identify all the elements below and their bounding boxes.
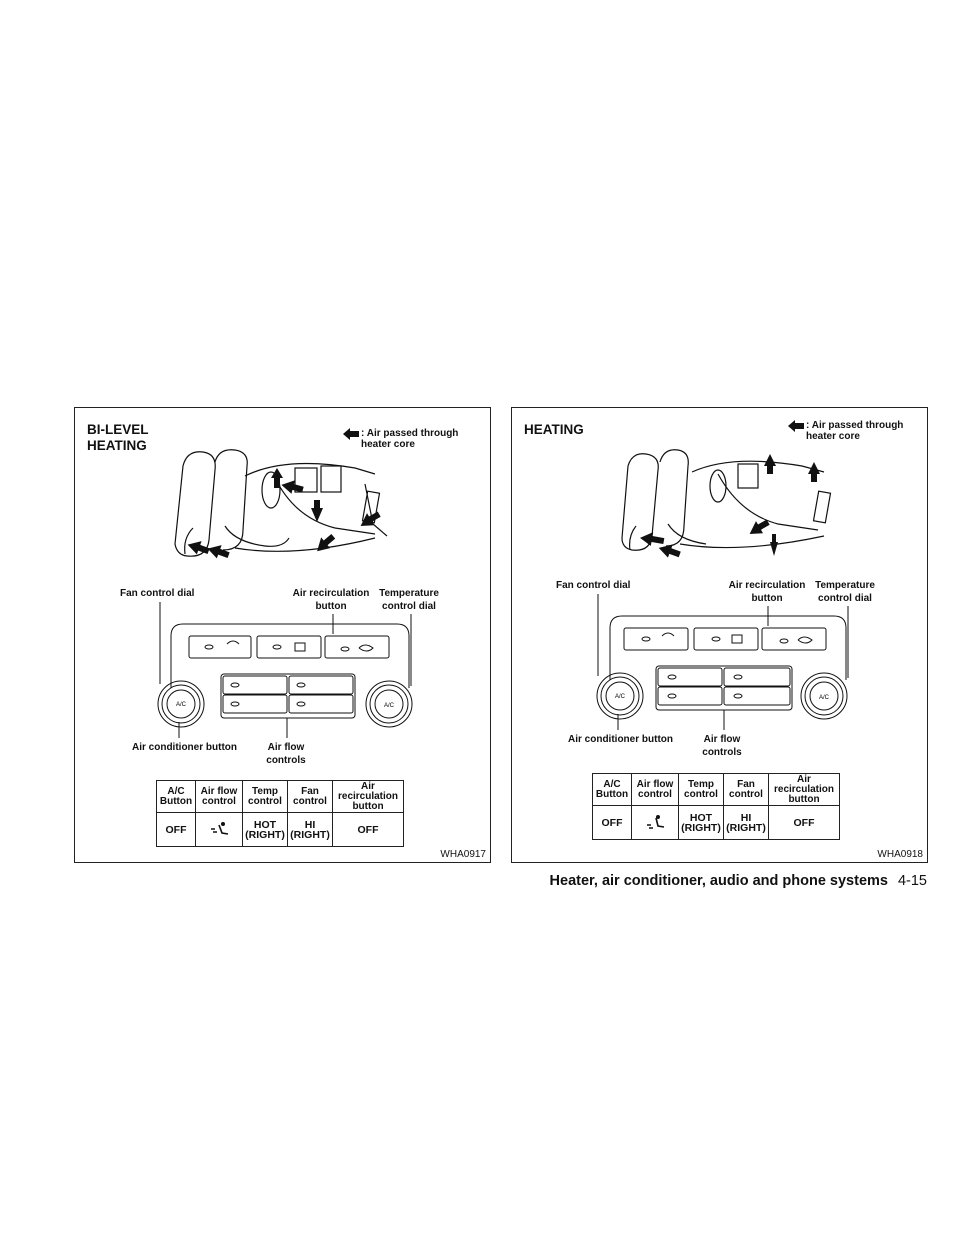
temp-dial-callout: Temperature control dial (379, 588, 439, 612)
header-recirc: Air recirculation button (768, 773, 840, 806)
value-recirc: OFF (768, 805, 840, 840)
figure-heating: HEATING : Air passed through heater core… (511, 407, 928, 863)
ac-button-callout: Air conditioner button (132, 742, 237, 753)
legend-text: : Air passed through heater core (806, 420, 904, 442)
header-ac-button: A/C Button (156, 780, 196, 813)
header-temp: Temp control (678, 773, 724, 806)
airflow-controls-callout: Air flow controls (702, 734, 742, 758)
ac-label-right: A/C (384, 703, 395, 709)
page-number: 4-15 (897, 873, 927, 889)
control-panel-illustration: A/C A/C (596, 594, 849, 730)
left-arrow-icon (343, 428, 359, 440)
value-fan: HI (RIGHT) (723, 805, 769, 840)
figure-bi-level-heating: BI-LEVEL HEATING : Air passed through he… (74, 407, 491, 863)
ac-button-callout: Air conditioner button (568, 734, 673, 745)
car-interior-illustration (174, 449, 388, 559)
header-fan: Fan control (287, 780, 333, 813)
value-recirc: OFF (332, 812, 404, 847)
fan-dial-callout: Fan control dial (120, 588, 195, 599)
figure-code: WHA0917 (440, 849, 486, 860)
header-ac-button: A/C Button (592, 773, 632, 806)
figure-title: BI-LEVEL HEATING (87, 422, 149, 453)
airflow-controls-callout: Air flow controls (266, 742, 306, 766)
header-recirc: Air recirculation button (332, 780, 404, 813)
value-ac-button: OFF (156, 812, 196, 847)
value-fan: HI (RIGHT) (287, 812, 333, 847)
ac-label-right: A/C (819, 695, 830, 701)
bi-level-vent-icon (211, 821, 229, 835)
figure-title: HEATING (524, 422, 584, 437)
foot-vent-icon (647, 814, 665, 829)
legend-text: : Air passed through heater core (361, 428, 459, 450)
value-air-flow (631, 805, 679, 840)
header-air-flow: Air flow control (631, 773, 679, 806)
header-fan: Fan control (723, 773, 769, 806)
value-air-flow (195, 812, 243, 847)
control-panel-illustration: A/C A/C (157, 602, 413, 738)
ac-label: A/C (176, 702, 187, 708)
value-temp: HOT (RIGHT) (678, 805, 724, 840)
fan-dial-callout: Fan control dial (556, 580, 631, 591)
header-temp: Temp control (242, 780, 288, 813)
settings-table: A/C Button Air flow control Temp control… (592, 773, 840, 840)
header-air-flow: Air flow control (195, 780, 243, 813)
value-ac-button: OFF (592, 805, 632, 840)
value-temp: HOT (RIGHT) (242, 812, 288, 847)
left-arrow-icon (788, 420, 804, 432)
recirc-button-callout: Air recirculation button (292, 588, 370, 612)
ac-label: A/C (615, 694, 626, 700)
section-title: Heater, air conditioner, audio and phone… (549, 873, 888, 889)
figure-code: WHA0918 (877, 849, 923, 860)
page-footer: Heater, air conditioner, audio and phone… (0, 873, 927, 889)
temp-dial-callout: Temperature control dial (815, 580, 875, 604)
settings-table: A/C Button Air flow control Temp control… (156, 780, 404, 847)
recirc-button-callout: Air recirculation button (728, 580, 806, 604)
car-interior-illustration (621, 449, 832, 558)
